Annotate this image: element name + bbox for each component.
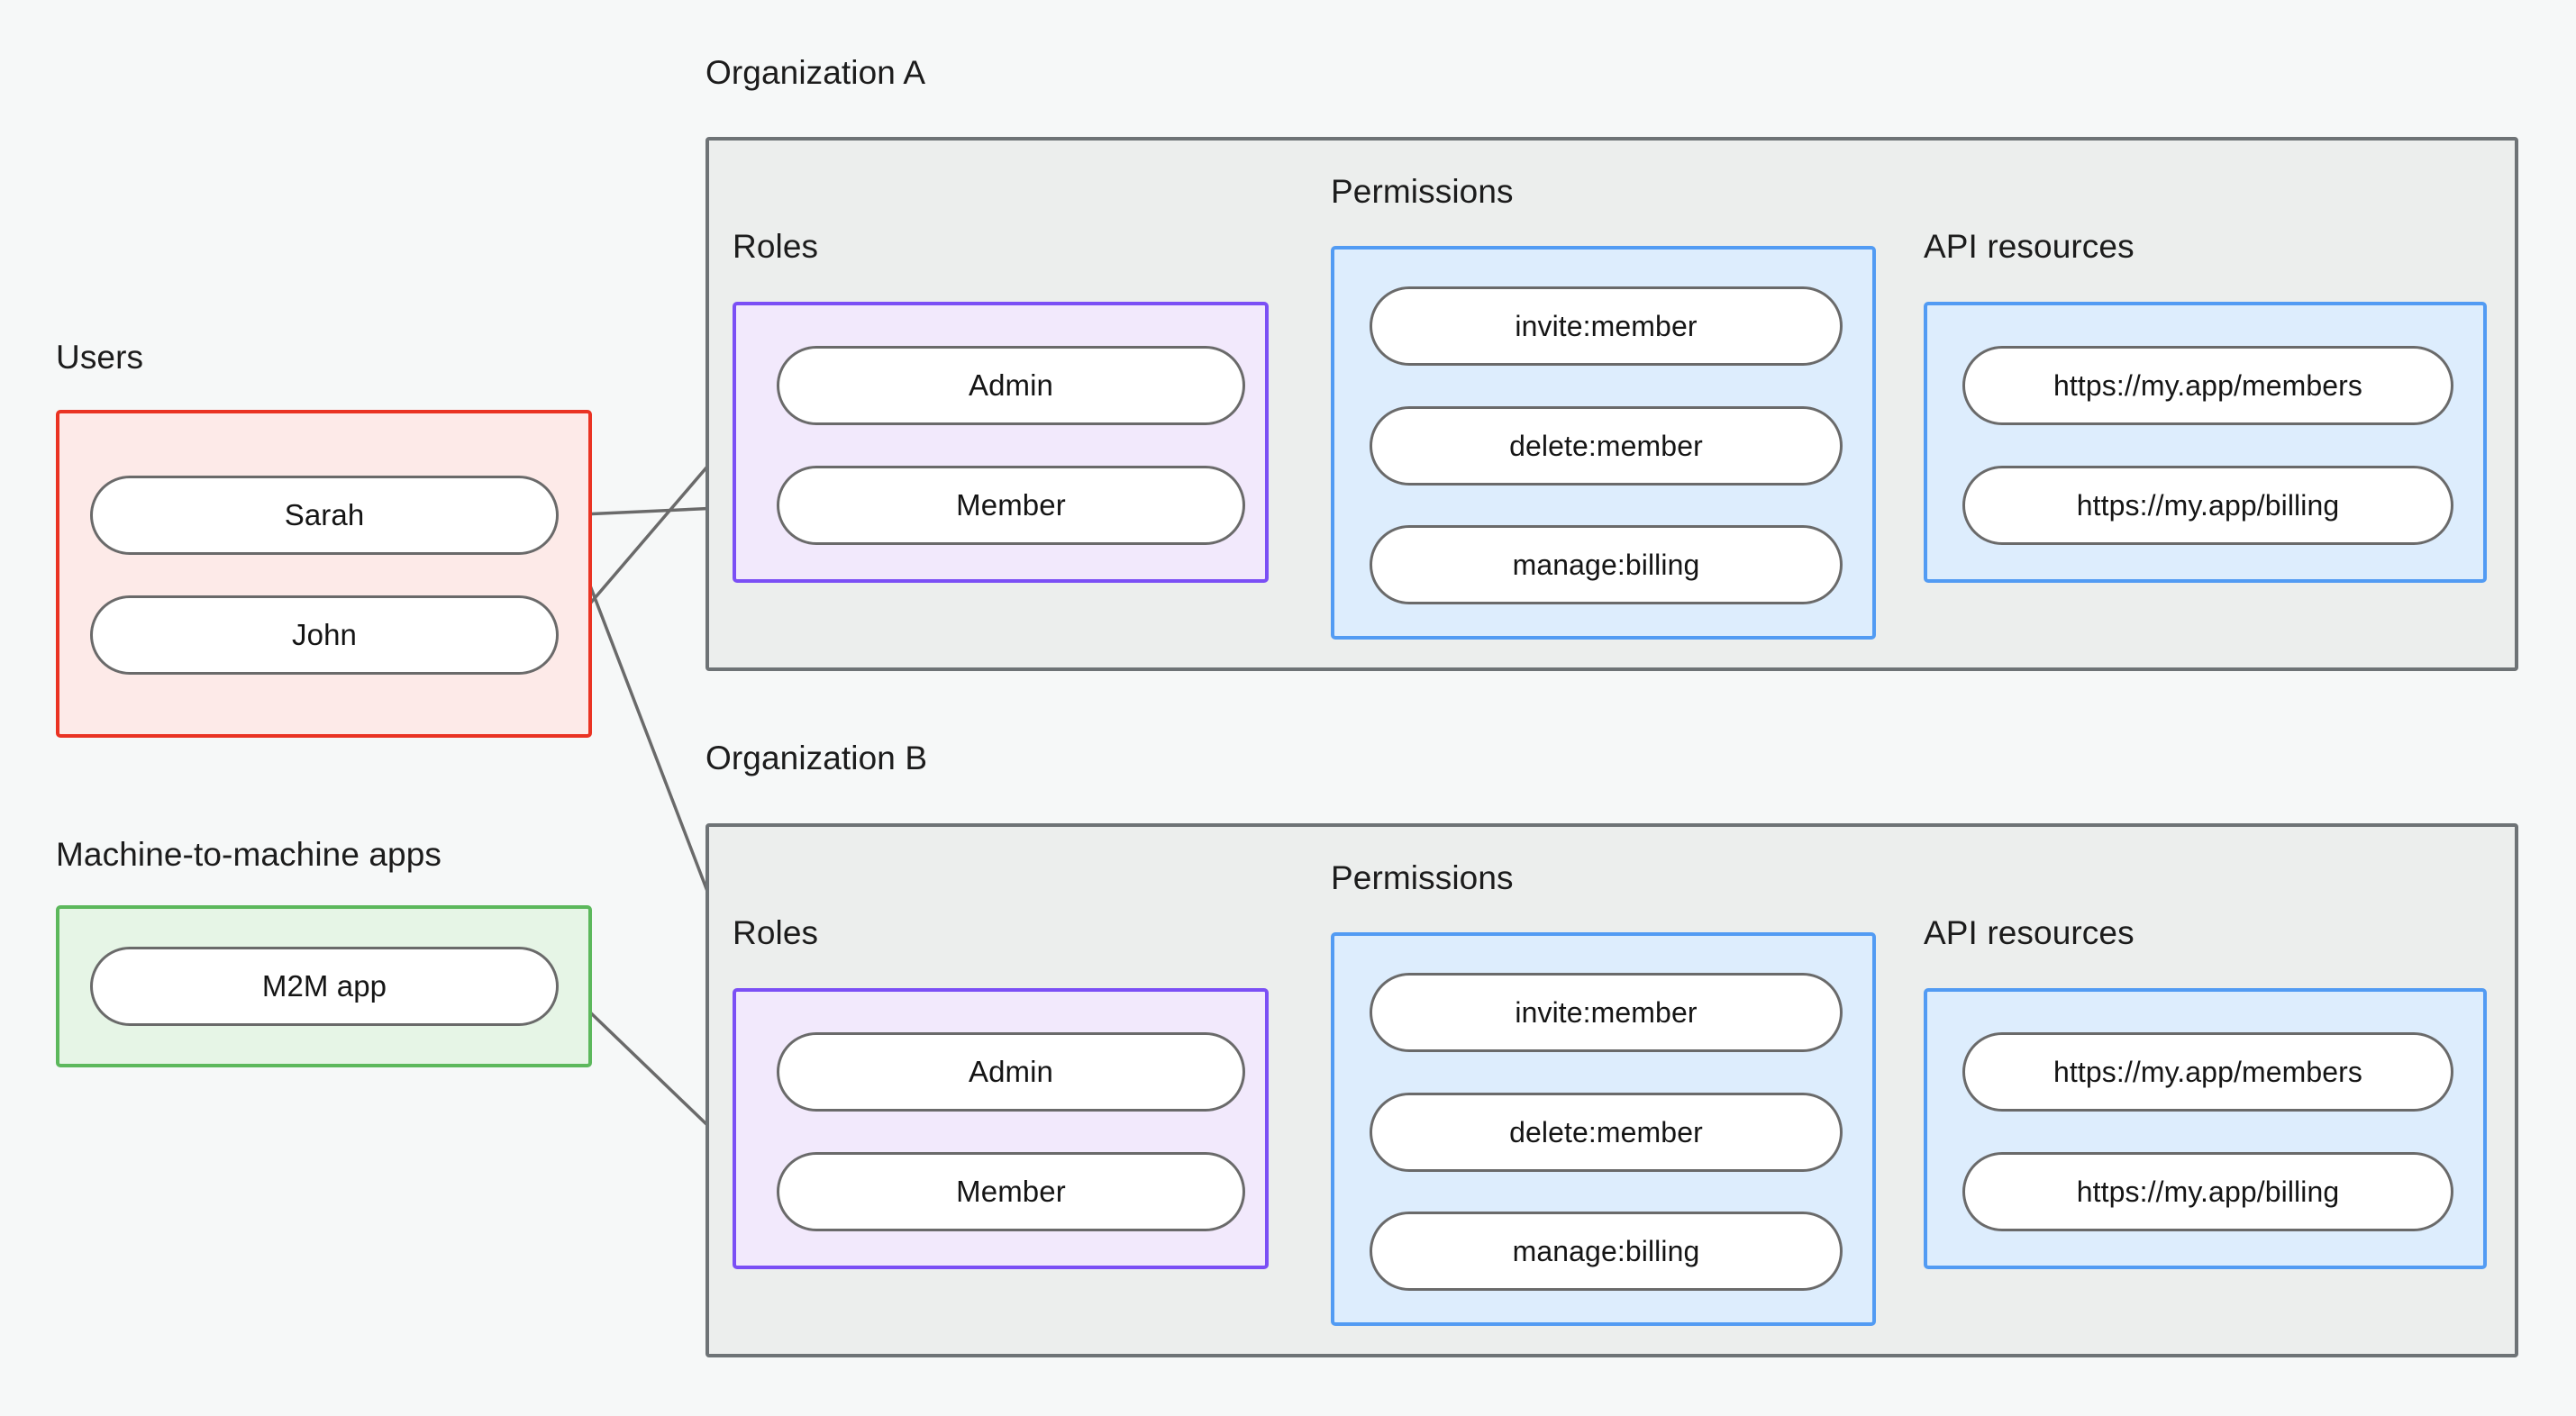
org-b-permission-pill-manage-billing[interactable]: manage:billing <box>1370 1212 1843 1291</box>
org-b-api-pill-billing[interactable]: https://my.app/billing <box>1962 1152 2453 1231</box>
org-a-permission-pill-manage-billing[interactable]: manage:billing <box>1370 525 1843 604</box>
organization-a-label: Organization A <box>705 54 926 91</box>
m2m-group-label: Machine-to-machine apps <box>56 836 442 873</box>
org-a-api-pill-members[interactable]: https://my.app/members <box>1962 346 2453 425</box>
org-b-role-pill-admin[interactable]: Admin <box>777 1032 1245 1112</box>
m2m-pill-app[interactable]: M2M app <box>90 947 559 1026</box>
user-pill-sarah[interactable]: Sarah <box>90 476 559 555</box>
org-b-permission-pill-invite-member[interactable]: invite:member <box>1370 973 1843 1052</box>
org-b-permissions-label: Permissions <box>1331 859 1514 896</box>
org-b-permission-pill-delete-member[interactable]: delete:member <box>1370 1093 1843 1172</box>
users-group-label: Users <box>56 339 144 376</box>
org-a-api-pill-billing[interactable]: https://my.app/billing <box>1962 466 2453 545</box>
org-a-roles-label: Roles <box>733 228 819 265</box>
org-a-api-resources-label: API resources <box>1924 228 2135 265</box>
org-a-permission-pill-invite-member[interactable]: invite:member <box>1370 286 1843 366</box>
org-b-roles-label: Roles <box>733 914 819 951</box>
org-a-permission-pill-delete-member[interactable]: delete:member <box>1370 406 1843 486</box>
org-b-api-resources-label: API resources <box>1924 914 2135 951</box>
org-b-api-pill-members[interactable]: https://my.app/members <box>1962 1032 2453 1112</box>
org-b-role-pill-member[interactable]: Member <box>777 1152 1245 1231</box>
organization-b-label: Organization B <box>705 740 928 776</box>
org-a-role-pill-admin[interactable]: Admin <box>777 346 1245 425</box>
org-a-permissions-label: Permissions <box>1331 173 1514 210</box>
org-a-role-pill-member[interactable]: Member <box>777 466 1245 545</box>
user-pill-john[interactable]: John <box>90 595 559 675</box>
users-group-box <box>56 410 592 738</box>
